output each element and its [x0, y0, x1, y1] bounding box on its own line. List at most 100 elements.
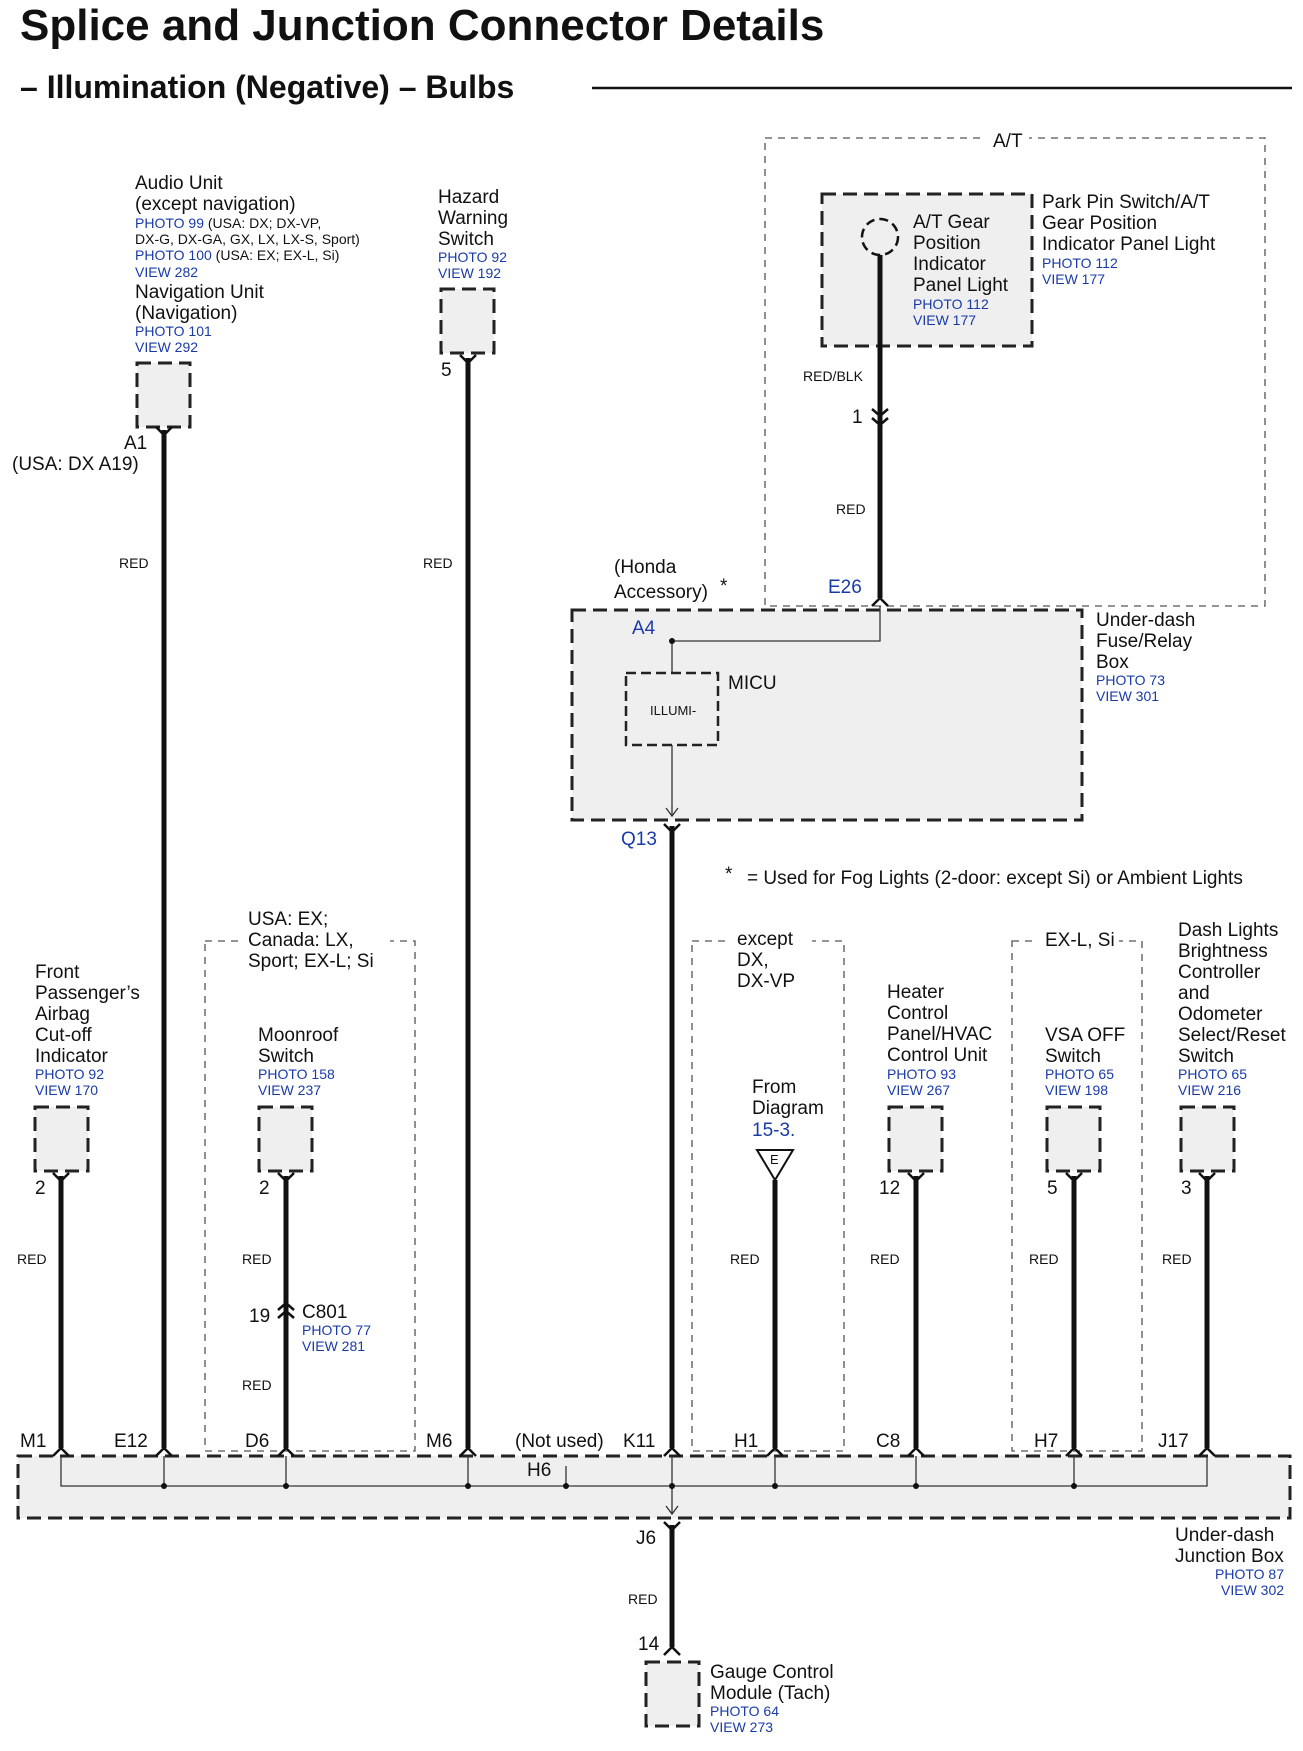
heater-control-box: [887, 1105, 944, 1173]
hazard-switch-box: [439, 287, 496, 355]
wire-color-redblk: RED/BLK: [803, 368, 864, 384]
heater-l4: Control Unit: [887, 1045, 988, 1066]
jb-pin-k11: K11: [623, 1431, 655, 1452]
moonroof-g2: Canada: LX,: [248, 930, 354, 951]
jb-pin-c8: C8: [876, 1431, 900, 1452]
dash-l6: Select/Reset: [1178, 1025, 1286, 1046]
nav-l2: (Navigation): [135, 303, 237, 324]
audio-pin-note: (USA: DX A19): [12, 454, 139, 475]
airbag-pin: 2: [35, 1178, 46, 1199]
gauge-photo: PHOTO 64: [710, 1703, 779, 1719]
footnote-star: *: [725, 864, 733, 885]
except-dx-outline: [691, 940, 845, 1452]
moonroof-pin: 2: [259, 1178, 270, 1199]
dash-wire-color: RED: [1162, 1251, 1192, 1267]
hazard-wire-color: RED: [423, 555, 453, 571]
audio-photo100: PHOTO 100: [135, 247, 212, 263]
airbag-l1: Front: [35, 962, 80, 983]
audio-l1: Audio Unit: [135, 173, 223, 194]
micu-label: MICU: [728, 673, 777, 694]
at-gear-photo: PHOTO 112: [913, 296, 989, 312]
airbag-l4: Cut-off: [35, 1025, 92, 1046]
vsa-switch-box: [1045, 1105, 1102, 1173]
heater-l1: Heater: [887, 982, 945, 1003]
junction-terminals: [52, 1446, 1216, 1457]
moonroof-l1: Moonroof: [258, 1025, 339, 1046]
vsa-l2: Switch: [1045, 1046, 1101, 1067]
audio-view: VIEW 282: [135, 264, 198, 280]
c801-photo: PHOTO 77: [302, 1322, 371, 1338]
dash-l4: and: [1178, 983, 1210, 1004]
moonroof-wire-color-2: RED: [242, 1377, 272, 1393]
moonroof-view: VIEW 237: [258, 1082, 321, 1098]
airbag-photo: PHOTO 92: [35, 1066, 104, 1082]
jb-pin-j6: J6: [636, 1528, 656, 1549]
vsa-view: VIEW 198: [1045, 1082, 1108, 1098]
moonroof-l2: Switch: [258, 1046, 314, 1067]
junction-box: [16, 1454, 1292, 1520]
park-pin-l1: Park Pin Switch/A/T: [1042, 192, 1210, 213]
from-diagram-link[interactable]: 15-3.: [752, 1120, 795, 1141]
park-pin-view: VIEW 177: [1042, 271, 1105, 287]
airbag-l5: Indicator: [35, 1046, 109, 1067]
at-gear-light-box: [820, 192, 1034, 348]
junction-photo: PHOTO 87: [1215, 1566, 1284, 1582]
footnote-text: = Used for Fog Lights (2-door: except Si…: [747, 868, 1243, 889]
vsa-pin: 5: [1047, 1178, 1058, 1199]
vsa-l1: VSA OFF: [1045, 1025, 1125, 1046]
dash-l2: Brightness: [1178, 941, 1268, 962]
airbag-l3: Airbag: [35, 1004, 90, 1025]
hazard-photo: PHOTO 92: [438, 249, 507, 265]
splice-dot: [669, 638, 675, 644]
heater-l3: Panel/HVAC: [887, 1024, 992, 1045]
vsa-label-bg: [1037, 925, 1119, 953]
gauge-pin: 14: [638, 1634, 660, 1655]
triangle-e-label: E: [770, 1152, 779, 1167]
moonroof-photo: PHOTO 158: [258, 1066, 335, 1082]
park-pin-photo: PHOTO 112: [1042, 255, 1118, 271]
at-gear-l3: Indicator: [913, 254, 987, 275]
jb-pin-m6: M6: [426, 1431, 452, 1452]
honda-accessory-star: *: [720, 576, 728, 597]
audio-photo99: PHOTO 99: [135, 215, 204, 231]
audio-photo99-text: (USA: DX; DX-VP,: [204, 215, 321, 231]
audio-photo99-text2: DX-G, DX-GA, GX, LX, LX-S, Sport): [135, 231, 360, 247]
nav-l1: Navigation Unit: [135, 282, 265, 303]
arrow-icon: [665, 807, 679, 818]
dash-l5: Odometer: [1178, 1004, 1263, 1025]
moonroof-wire-color: RED: [242, 1251, 272, 1267]
jb-pin-e12: E12: [114, 1431, 148, 1452]
dash-view: VIEW 216: [1178, 1082, 1241, 1098]
except-dx-label-bg: [728, 925, 812, 995]
at-gear-l4: Panel Light: [913, 275, 1009, 296]
micu-box: [624, 671, 720, 747]
fuse-box-photo: PHOTO 73: [1096, 672, 1165, 688]
dash-l3: Controller: [1178, 962, 1261, 983]
jb-pin-m1: M1: [20, 1431, 46, 1452]
audio-pin: A1: [124, 433, 147, 454]
terminal-gauge: [663, 1645, 681, 1656]
bus-arrow-icon: [665, 1505, 679, 1516]
jb-pin-j17: J17: [1158, 1431, 1189, 1452]
vsa-photo: PHOTO 65: [1045, 1066, 1114, 1082]
dash-l7: Switch: [1178, 1046, 1234, 1067]
moonroof-switch-box: [257, 1105, 314, 1173]
junction-splice-dots: [161, 1483, 1077, 1489]
park-pin-number: 1: [852, 407, 863, 428]
jb-not-used: (Not used): [515, 1431, 604, 1452]
page-title: Splice and Junction Connector Details: [20, 1, 824, 50]
hazard-l3: Switch: [438, 229, 494, 250]
audio-photo99-line: PHOTO 99 (USA: DX; DX-VP,: [135, 215, 321, 231]
at-group-label: A/T: [993, 131, 1023, 152]
micu-internal-wire: [671, 606, 881, 673]
junction-view: VIEW 302: [1221, 1582, 1284, 1598]
pin-q13: Q13: [621, 829, 657, 850]
page-subtitle: – Illumination (Negative) – Bulbs: [20, 69, 514, 105]
jb-pin-h7: H7: [1034, 1431, 1058, 1452]
dash-l1: Dash Lights: [1178, 920, 1278, 941]
honda-accessory-l1: (Honda: [614, 557, 677, 578]
vsa-wire-color: RED: [1029, 1251, 1059, 1267]
fuse-box-l3: Box: [1096, 652, 1129, 673]
pin-a4: A4: [632, 618, 656, 639]
